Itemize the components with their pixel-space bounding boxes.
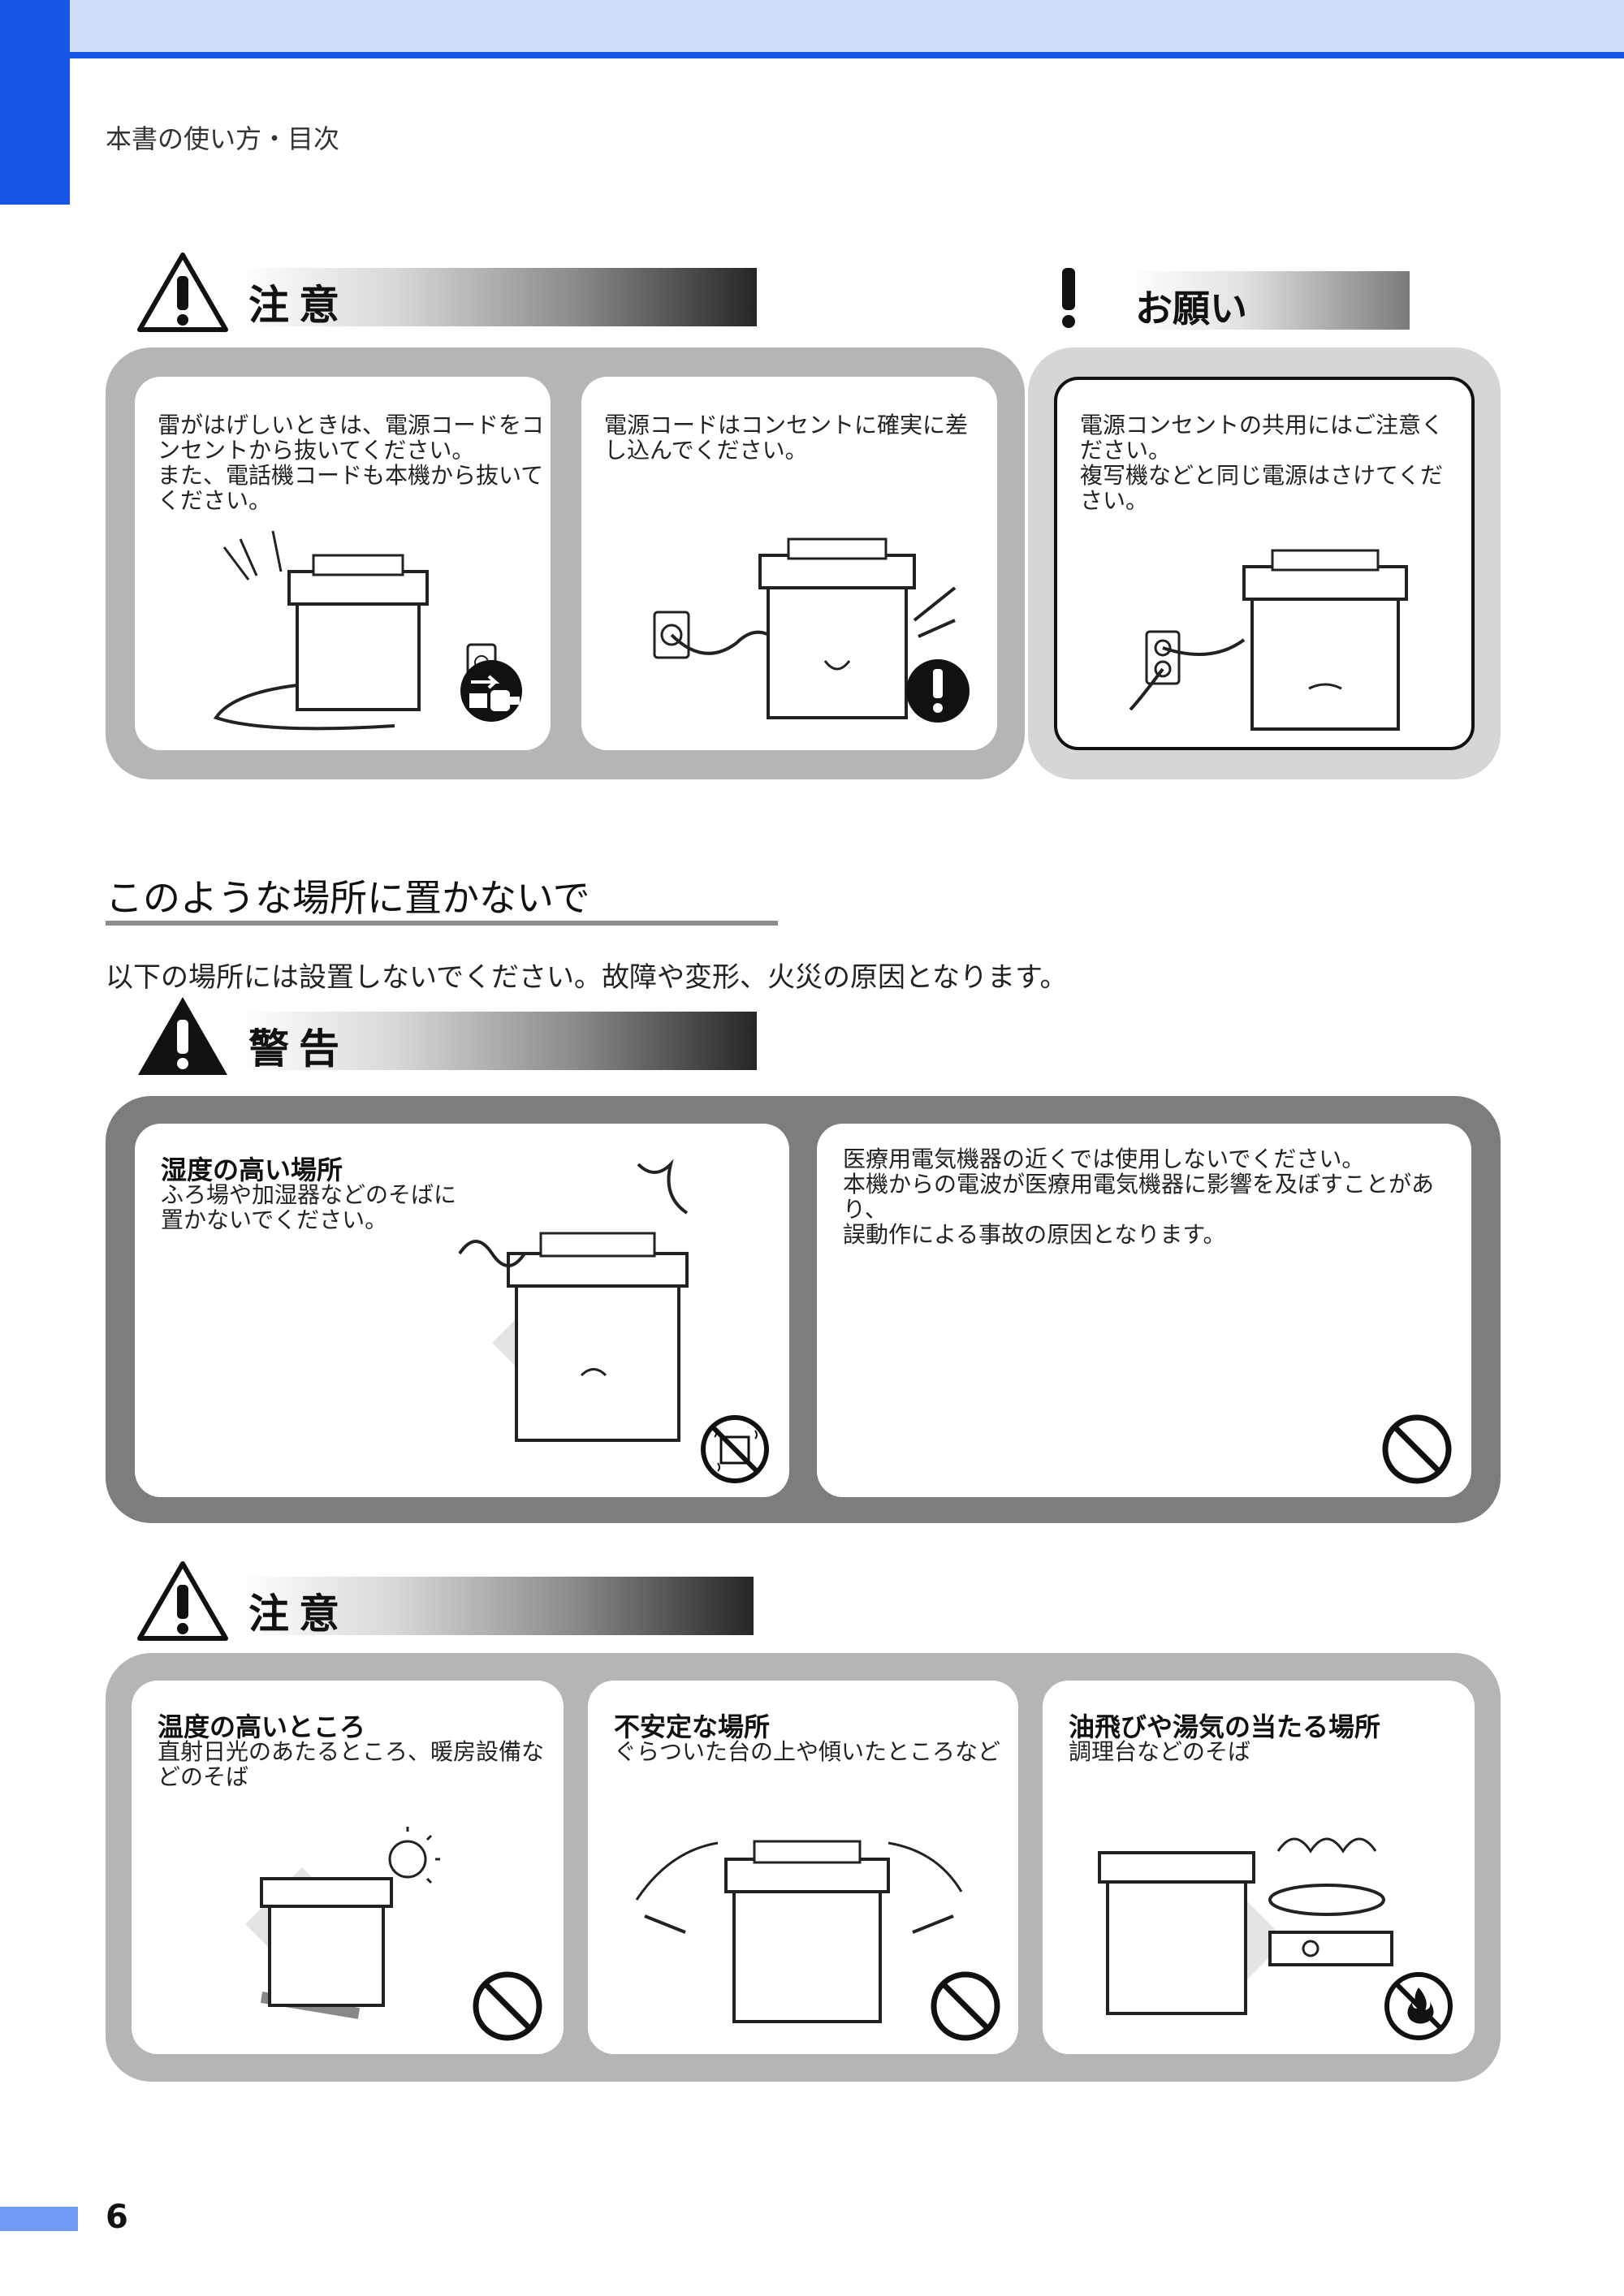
page-number: 6 — [106, 2199, 128, 2236]
request-card: 電源コンセントの共用にはご注意く ださい。 複写機などと同じ電源はさけてくだ さ… — [1054, 377, 1475, 750]
warning-triangle-icon — [137, 252, 228, 332]
request-heading: お願い — [1054, 268, 1411, 333]
section-title: このような場所に置かないで — [106, 876, 590, 920]
caution-heading-top: 注意 — [135, 252, 757, 332]
card-text: 電源コンセントの共用にはご注意く ださい。 複写機などと同じ電源はさけてくだ さ… — [1080, 412, 1445, 514]
heading-gradient-bar — [240, 268, 757, 326]
card-text: ぐらついた台の上や傾いたところなど — [614, 1738, 1001, 1765]
card-text: 調理台などのそば — [1069, 1738, 1251, 1765]
caution-card-plug: 電源コードはコンセントに確実に差 し込んでください。 — [581, 377, 997, 750]
card-text: 雷がはげしいときは、電源コードをコ ンセントから抜いてください。 また、電話機コ… — [158, 412, 545, 514]
card-text: 直射日光のあたるところ、暖房設備な どのそば — [158, 1738, 545, 1790]
card-title: 不安定な場所 — [614, 1711, 771, 1742]
caution-card-oil-steam: 油飛びや湯気の当たる場所 調理台などのそば — [1043, 1681, 1475, 2054]
warning-heading: 警告 — [135, 997, 757, 1075]
section-intro: 以下の場所には設置しないでください。故障や変形、火災の原因となります。 — [106, 961, 1068, 994]
printer-unplug-illustration — [213, 530, 497, 731]
card-text: 医療用電気機器の近くでは使用しないでください。 本機からの電波が医療用電気機器に… — [843, 1146, 1435, 1248]
caution-panel-top: 雷がはげしいときは、電源コードをコ ンセントから抜いてください。 また、電話機コ… — [106, 347, 1025, 779]
heading-gradient-bar — [240, 1012, 757, 1070]
warning-triangle-icon — [138, 997, 227, 1075]
unplug-icon — [460, 660, 522, 722]
caution-card-heat: 温度の高いところ 直射日光のあたるところ、暖房設備な どのそば — [132, 1681, 564, 2054]
card-title: 温度の高いところ — [158, 1711, 366, 1742]
prohibited-icon — [473, 1971, 542, 2041]
printer-plug-illustration — [653, 537, 957, 719]
no-moisture-icon — [701, 1415, 769, 1483]
heading-gradient-bar — [240, 1577, 754, 1635]
printer-unstable-illustration — [635, 1840, 963, 2023]
warning-card-medical: 医療用電気機器の近くでは使用しないでください。 本機からの電波が医療用電気機器に… — [817, 1124, 1471, 1497]
caution-card-lightning: 雷がはげしいときは、電源コードをコ ンセントから抜いてください。 また、電話機コ… — [135, 377, 551, 750]
card-title: 油飛びや湯気の当たる場所 — [1069, 1711, 1381, 1742]
exclamation-circle-icon — [906, 659, 970, 723]
header-band — [0, 0, 1624, 58]
card-text: 電源コードはコンセントに確実に差 し込んでください。 — [604, 412, 969, 464]
warning-label: 警告 — [248, 1025, 349, 1072]
warning-triangle-icon — [137, 1561, 228, 1641]
exclamation-icon — [1062, 268, 1075, 328]
prohibited-icon — [1382, 1414, 1452, 1484]
printer-heat-illustration — [245, 1827, 440, 2019]
breadcrumb: 本書の使い方・目次 — [106, 123, 340, 154]
heading-gradient-bar — [1130, 271, 1410, 330]
warning-panel: 湿度の高い場所 ふろ場や加湿器などのそばに 置かないでください。 医療用電気機器… — [106, 1096, 1501, 1523]
prohibited-icon — [931, 1971, 1000, 2041]
request-label: お願い — [1135, 287, 1247, 330]
section-title-underline — [106, 921, 778, 926]
card-title: 湿度の高い場所 — [161, 1154, 343, 1185]
printer-humidity-illustration — [458, 1159, 689, 1442]
printer-shared-outlet-illustration — [1129, 549, 1408, 731]
no-fire-icon — [1384, 1972, 1453, 2040]
caution-label: 注意 — [248, 1590, 349, 1638]
caution-label: 注意 — [248, 282, 349, 329]
caution-panel-bottom: 温度の高いところ 直射日光のあたるところ、暖房設備な どのそば 不安定な場所 ぐ… — [106, 1653, 1501, 2082]
card-text: ふろ場や加湿器などのそばに 置かないでください。 — [161, 1181, 457, 1233]
warning-card-humidity: 湿度の高い場所 ふろ場や加湿器などのそばに 置かないでください。 — [135, 1124, 789, 1497]
caution-card-unstable: 不安定な場所 ぐらついた台の上や傾いたところなど — [588, 1681, 1018, 2054]
caution-heading-bottom: 注意 — [135, 1561, 754, 1641]
page-number-bar — [0, 2207, 78, 2231]
header-side-tab — [0, 0, 70, 205]
printer-cooking-illustration — [1098, 1837, 1393, 2015]
request-panel: 電源コンセントの共用にはご注意く ださい。 複写機などと同じ電源はさけてくだ さ… — [1028, 347, 1501, 779]
